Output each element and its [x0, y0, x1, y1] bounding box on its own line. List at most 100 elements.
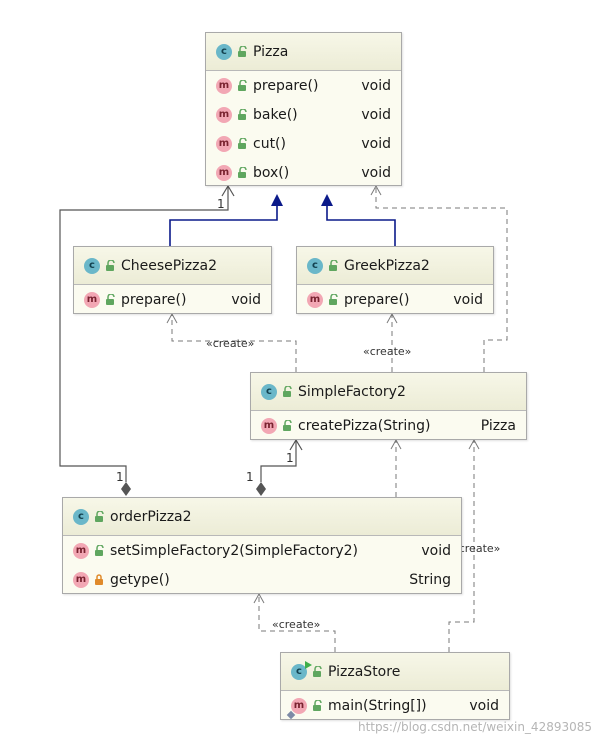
class-icon: c [261, 383, 277, 400]
class-box-pizzastore[interactable]: c PizzaStore m main(String[]) void [280, 652, 510, 720]
class-box-greekpizza2[interactable]: c GreekPizza2 m prepare() void [296, 246, 494, 314]
public-lock-icon [238, 166, 247, 178]
class-header: c orderPizza2 [63, 498, 461, 536]
method-name: createPizza(String) [298, 417, 431, 434]
public-lock-icon [329, 293, 338, 305]
public-lock-icon [313, 699, 322, 711]
class-box-cheesepizza2[interactable]: c CheesePizza2 m prepare() void [73, 246, 272, 314]
class-icon: c [84, 257, 100, 274]
public-lock-icon [95, 544, 104, 556]
inherit-arrow-cheese [271, 194, 283, 206]
create-label-store-order: «create» [272, 618, 320, 631]
method-row[interactable]: m getype() String [63, 565, 461, 594]
create-label-greek: «create» [363, 345, 411, 358]
multiplicity-order-pizza: 1 [116, 470, 124, 484]
composition-diamond-2 [256, 482, 266, 496]
public-lock-icon [106, 293, 115, 305]
public-lock-icon [238, 79, 247, 91]
static-method-icon: m [286, 697, 307, 719]
composition-diamond-1 [121, 482, 131, 496]
create-label-store-factory: «create» [452, 542, 500, 555]
method-row[interactable]: m main(String[]) void [281, 691, 509, 720]
method-return-type: void [469, 697, 499, 714]
method-row[interactable]: m createPizza(String) Pizza [251, 411, 526, 440]
method-name: main(String[]) [328, 697, 427, 714]
method-icon: m [84, 291, 100, 308]
method-return-type: void [453, 291, 483, 308]
multiplicity-factory: 1 [286, 451, 294, 465]
class-header: c Pizza [206, 33, 401, 71]
class-icon: c [307, 257, 323, 274]
class-header: c CheesePizza2 [74, 247, 271, 285]
public-lock-icon [106, 259, 115, 271]
method-icon: m [216, 164, 232, 181]
method-return-type: void [421, 542, 451, 559]
private-lock-icon [95, 573, 103, 585]
method-name: prepare() [121, 291, 187, 308]
public-lock-icon [283, 419, 292, 431]
method-icon: m [73, 542, 89, 559]
method-name: getype() [110, 571, 170, 588]
class-name: GreekPizza2 [344, 257, 430, 274]
create-label-cheese: «create» [206, 337, 254, 350]
class-name: CheesePizza2 [121, 257, 217, 274]
method-row[interactable]: m prepare() void [206, 71, 401, 100]
method-return-type: void [231, 291, 261, 308]
multiplicity-order-factory: 1 [246, 470, 254, 484]
dependency-edge-store-order [258, 594, 336, 652]
composition-edge-order-pizza [59, 186, 229, 482]
method-name: box() [253, 164, 290, 181]
method-name: setSimpleFactory2(SimpleFactory2) [110, 542, 359, 559]
method-icon: m [216, 77, 232, 94]
method-row[interactable]: m bake() void [206, 100, 401, 129]
method-icon: m [73, 571, 89, 588]
method-return-type: void [361, 106, 391, 123]
watermark: https://blog.csdn.net/weixin_42893085 [358, 720, 593, 734]
method-return-type: void [361, 77, 391, 94]
class-name: orderPizza2 [110, 508, 192, 525]
dependency-edge-factory-pizza [375, 186, 508, 372]
composition-edge-order-factory [260, 440, 297, 482]
class-icon: c [216, 43, 232, 60]
public-lock-icon [95, 510, 104, 522]
method-row[interactable]: m prepare() void [74, 285, 271, 314]
method-row[interactable]: m setSimpleFactory2(SimpleFactory2) void [63, 536, 461, 565]
static-badge-icon [286, 710, 296, 719]
public-lock-icon [238, 108, 247, 120]
method-icon: m [261, 417, 277, 434]
run-badge-icon [305, 660, 312, 669]
method-name: prepare() [253, 77, 319, 94]
class-header: c SimpleFactory2 [251, 373, 526, 411]
method-row[interactable]: m prepare() void [297, 285, 493, 314]
method-return-type: void [361, 164, 391, 181]
method-return-type: Pizza [480, 417, 516, 434]
public-lock-icon [238, 45, 247, 57]
method-return-type: String [409, 571, 451, 588]
class-name: Pizza [253, 43, 289, 60]
method-name: cut() [253, 135, 286, 152]
inherit-edge-greek [326, 196, 396, 246]
class-name: SimpleFactory2 [298, 383, 406, 400]
method-name: prepare() [344, 291, 410, 308]
class-box-simplefactory2[interactable]: c SimpleFactory2 m createPizza(String) P… [250, 372, 527, 440]
method-row[interactable]: m box() void [206, 158, 401, 187]
public-lock-icon [283, 385, 292, 397]
method-return-type: void [361, 135, 391, 152]
method-row[interactable]: m cut() void [206, 129, 401, 158]
class-header: c PizzaStore [281, 653, 509, 691]
class-name: PizzaStore [328, 663, 401, 680]
dependency-edge-factory-cheese [171, 314, 297, 372]
public-lock-icon [238, 137, 247, 149]
public-lock-icon [313, 665, 322, 677]
method-icon: m [307, 291, 323, 308]
method-name: bake() [253, 106, 298, 123]
class-header: c GreekPizza2 [297, 247, 493, 285]
method-icon: m [216, 135, 232, 152]
inherit-arrow-greek [321, 194, 333, 206]
class-box-orderpizza2[interactable]: c orderPizza2 m setSimpleFactory2(Simple… [62, 497, 462, 594]
dependency-edge-store-factory [448, 440, 475, 652]
class-icon: c [73, 508, 89, 525]
class-box-pizza[interactable]: c Pizza m prepare() void m bake() void m… [205, 32, 402, 186]
